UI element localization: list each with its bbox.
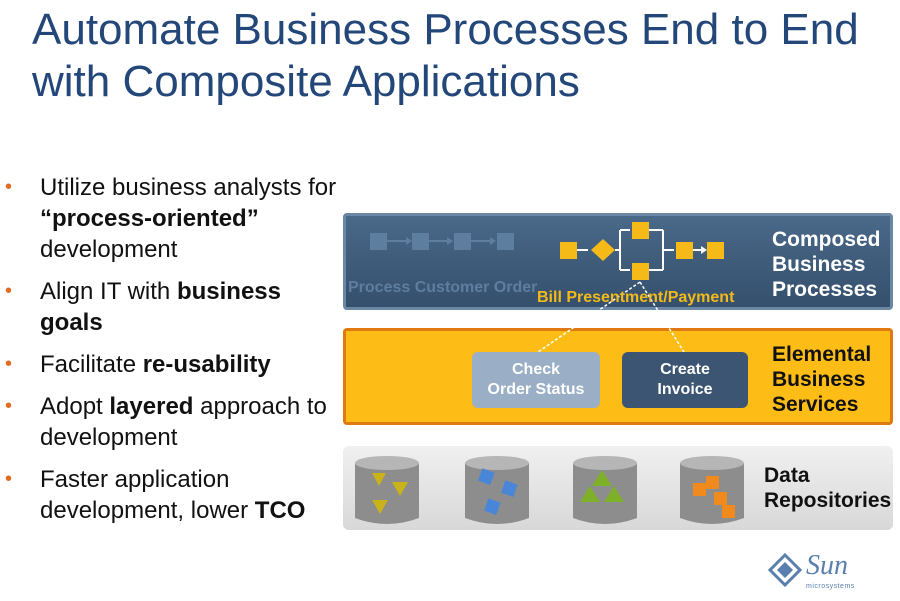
- bill-payment-flow: [560, 222, 724, 280]
- create-service-line-2: Invoice: [657, 381, 713, 398]
- bullet-bold-4: layered: [109, 393, 194, 420]
- bullet-text-4: Adopt: [40, 393, 110, 420]
- bullet-item-5: • Faster application development, lower T…: [0, 464, 340, 526]
- repository-2: [465, 456, 529, 524]
- composed-processes-layer: [343, 213, 893, 310]
- bullet-item-4: • Adopt layered approach to development: [0, 391, 340, 453]
- data-label-line-2: Repositories: [764, 489, 892, 512]
- bill-step-6: [707, 242, 724, 259]
- create-service-line-1: Create: [660, 361, 710, 378]
- sun-logo-icon: [767, 552, 803, 588]
- connector-create: [639, 281, 685, 353]
- decision-diamond: [591, 239, 615, 261]
- check-service-line-1: Check: [511, 361, 561, 378]
- bullet-dot-icon: •: [5, 176, 13, 198]
- data-layer-label: Data Repositories: [764, 463, 891, 513]
- sun-logo-subtext: microsystems: [806, 583, 855, 590]
- flow-step-4: [497, 233, 514, 250]
- bullet-dot-icon: •: [5, 280, 13, 302]
- flow-step-2: [412, 233, 429, 250]
- bill-presentment-label: Bill Presentment/Payment: [537, 289, 735, 306]
- elemental-label-line-2: Business: [772, 368, 866, 391]
- process-customer-order-label: Process Customer Order: [348, 279, 538, 296]
- repository-4: [680, 456, 744, 524]
- composed-layer-label: Composed Business Processes: [772, 227, 881, 302]
- sun-logo-text: Sun: [806, 550, 848, 581]
- slide-title: Automate Business Processes End to End w…: [32, 5, 859, 106]
- elemental-label-line-3: Services: [772, 393, 859, 416]
- connector-check: [537, 281, 641, 353]
- data-label-line-1: Data: [764, 464, 810, 487]
- bullet-bold-2: business goals: [40, 278, 281, 336]
- bullet-bold-1: “process-oriented”: [40, 205, 259, 232]
- bullet-bold-5: TCO: [254, 497, 306, 524]
- flow-step-1: [370, 233, 387, 250]
- repository-3: [573, 456, 637, 524]
- bullet-bold-3: re-usability: [142, 351, 271, 378]
- bullet-list: • Utilize business analysts for “process-…: [0, 172, 340, 537]
- bullet-text-2: Align IT with: [40, 278, 177, 305]
- bullet-dot-icon: •: [5, 395, 13, 417]
- bullet-text-5: Faster application development, lower: [40, 466, 255, 524]
- bullet-text-1: Utilize business analysts for: [40, 174, 337, 201]
- bill-step-5: [676, 242, 693, 259]
- elemental-layer-label: Elemental Business Services: [772, 342, 871, 417]
- bullet-dot-icon: •: [5, 353, 13, 375]
- composed-label-line-3: Processes: [772, 278, 878, 301]
- composed-label-line-2: Business: [772, 253, 866, 276]
- bill-step-lower: [632, 263, 649, 280]
- bullet-item-3: • Facilitate re-usability: [0, 349, 340, 380]
- customer-order-flow: [370, 233, 514, 250]
- check-order-status-service: Check Order Status: [472, 352, 600, 408]
- bullet-item-1: • Utilize business analysts for “process-…: [0, 172, 340, 265]
- flow-step-3: [454, 233, 471, 250]
- bill-step-upper: [632, 222, 649, 239]
- bullet-text-1b: development: [40, 236, 178, 263]
- check-service-line-2: Order Status: [487, 381, 585, 398]
- bullet-dot-icon: •: [5, 468, 13, 490]
- bullet-item-2: • Align IT with business goals: [0, 276, 340, 338]
- repository-1: [355, 456, 419, 524]
- bullet-text-3: Facilitate: [40, 351, 143, 378]
- elemental-label-line-1: Elemental: [772, 343, 872, 366]
- create-invoice-service: Create Invoice: [622, 352, 748, 408]
- elemental-services-layer: [343, 328, 893, 425]
- composed-label-line-1: Composed: [772, 228, 881, 251]
- bill-step-start: [560, 242, 577, 259]
- bullet-text-4b: approach to development: [40, 393, 327, 451]
